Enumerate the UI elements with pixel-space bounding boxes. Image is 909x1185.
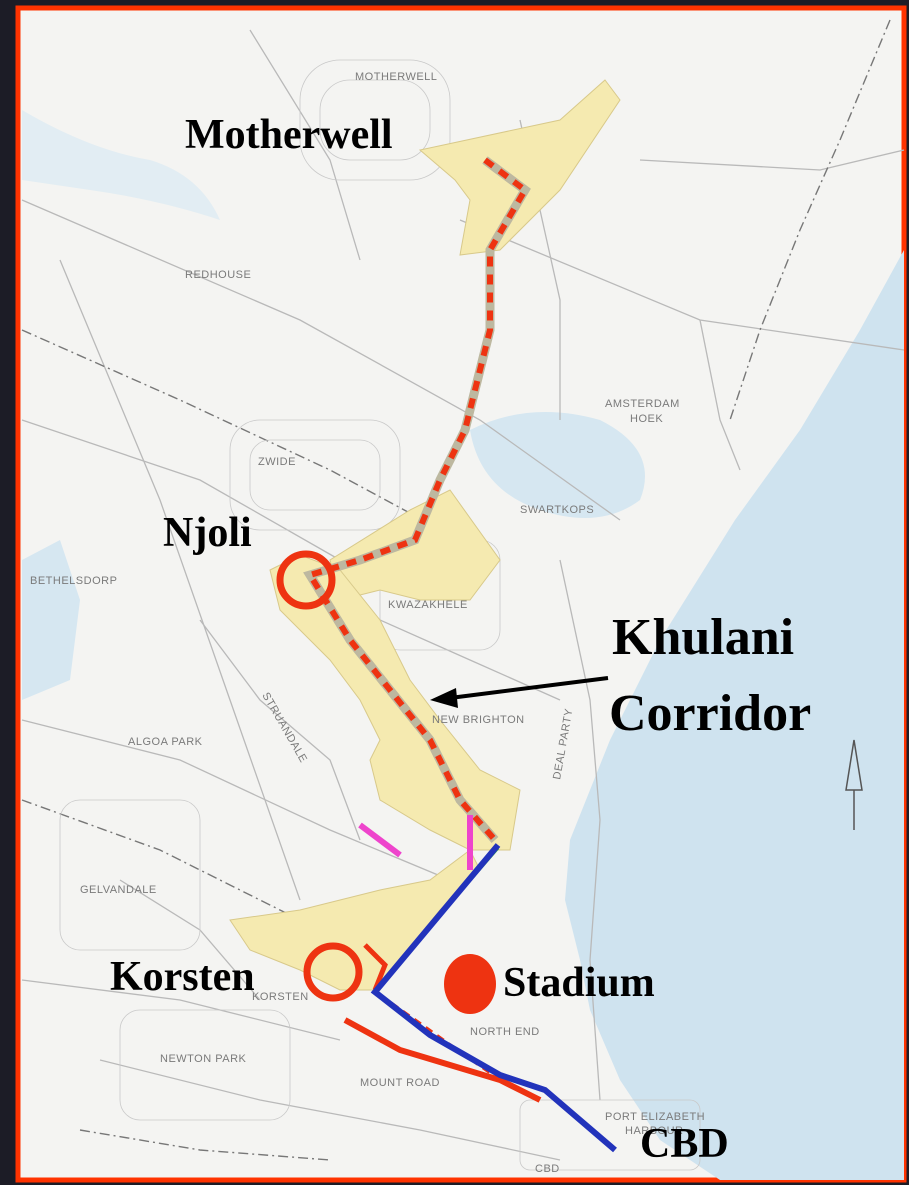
sea: [565, 250, 904, 1180]
suburb-cbd: CBD: [535, 1163, 560, 1175]
label-cbd: CBD: [640, 1121, 729, 1167]
suburb-kwazakhele: KWAZAKHELE: [388, 599, 468, 611]
suburb-swartkops: SWARTKOPS: [520, 504, 594, 516]
suburb-newton-park: NEWTON PARK: [160, 1053, 247, 1065]
suburb-algoa-park: ALGOA PARK: [128, 736, 203, 748]
suburb-zwide: ZWIDE: [258, 456, 296, 468]
stadium-marker-icon: [444, 954, 496, 1014]
built-up-texture: [59, 59, 701, 1171]
label-motherwell: Motherwell: [185, 112, 393, 158]
bethelsdorp-pan: [22, 540, 80, 700]
river-north: [22, 110, 220, 220]
khulani-route: [305, 157, 529, 842]
suburb-mount-road: MOUNT ROAD: [360, 1077, 440, 1089]
harbour-water: [810, 1100, 904, 1180]
suburb-north-end: NORTH END: [470, 1026, 540, 1038]
arrow-head-icon: [430, 688, 458, 708]
north-arrow-icon: [845, 739, 863, 830]
label-korsten: Korsten: [110, 954, 255, 1000]
suburb-new-brighton: NEW BRIGHTON: [432, 714, 525, 726]
njoli-node-icon: [276, 550, 336, 610]
railways: [21, 19, 891, 1161]
label-njoli: Njoli: [163, 510, 252, 556]
suburb-motherwell: MOTHERWELL: [355, 71, 437, 83]
suburb-redhouse: REDHOUSE: [185, 269, 251, 281]
suburb-port-elizabeth: PORT ELIZABETH: [605, 1111, 705, 1123]
red-route-korsten: [363, 943, 388, 991]
label-stadium: Stadium: [503, 960, 655, 1006]
korsten-node-icon: [303, 942, 363, 1002]
suburb-harbour: HARBOUR: [625, 1125, 684, 1137]
suburb-hoek: HOEK: [630, 413, 663, 425]
label-khulani: Khulani: [612, 609, 794, 666]
magenta-spur-1: [358, 822, 402, 858]
suburb-gelvandale: GELVANDALE: [80, 884, 157, 896]
suburb-korsten: KORSTEN: [252, 991, 309, 1003]
arrow-line: [449, 676, 609, 700]
blue-route: [370, 843, 617, 1153]
swartkops-lagoon: [470, 412, 645, 518]
red-route-lower: [343, 1017, 542, 1103]
suburb-amsterdam: AMSTERDAM: [605, 398, 680, 410]
label-corridor: Corridor: [609, 685, 811, 742]
suburb-bethelsdorp: BETHELSDORP: [30, 575, 117, 587]
